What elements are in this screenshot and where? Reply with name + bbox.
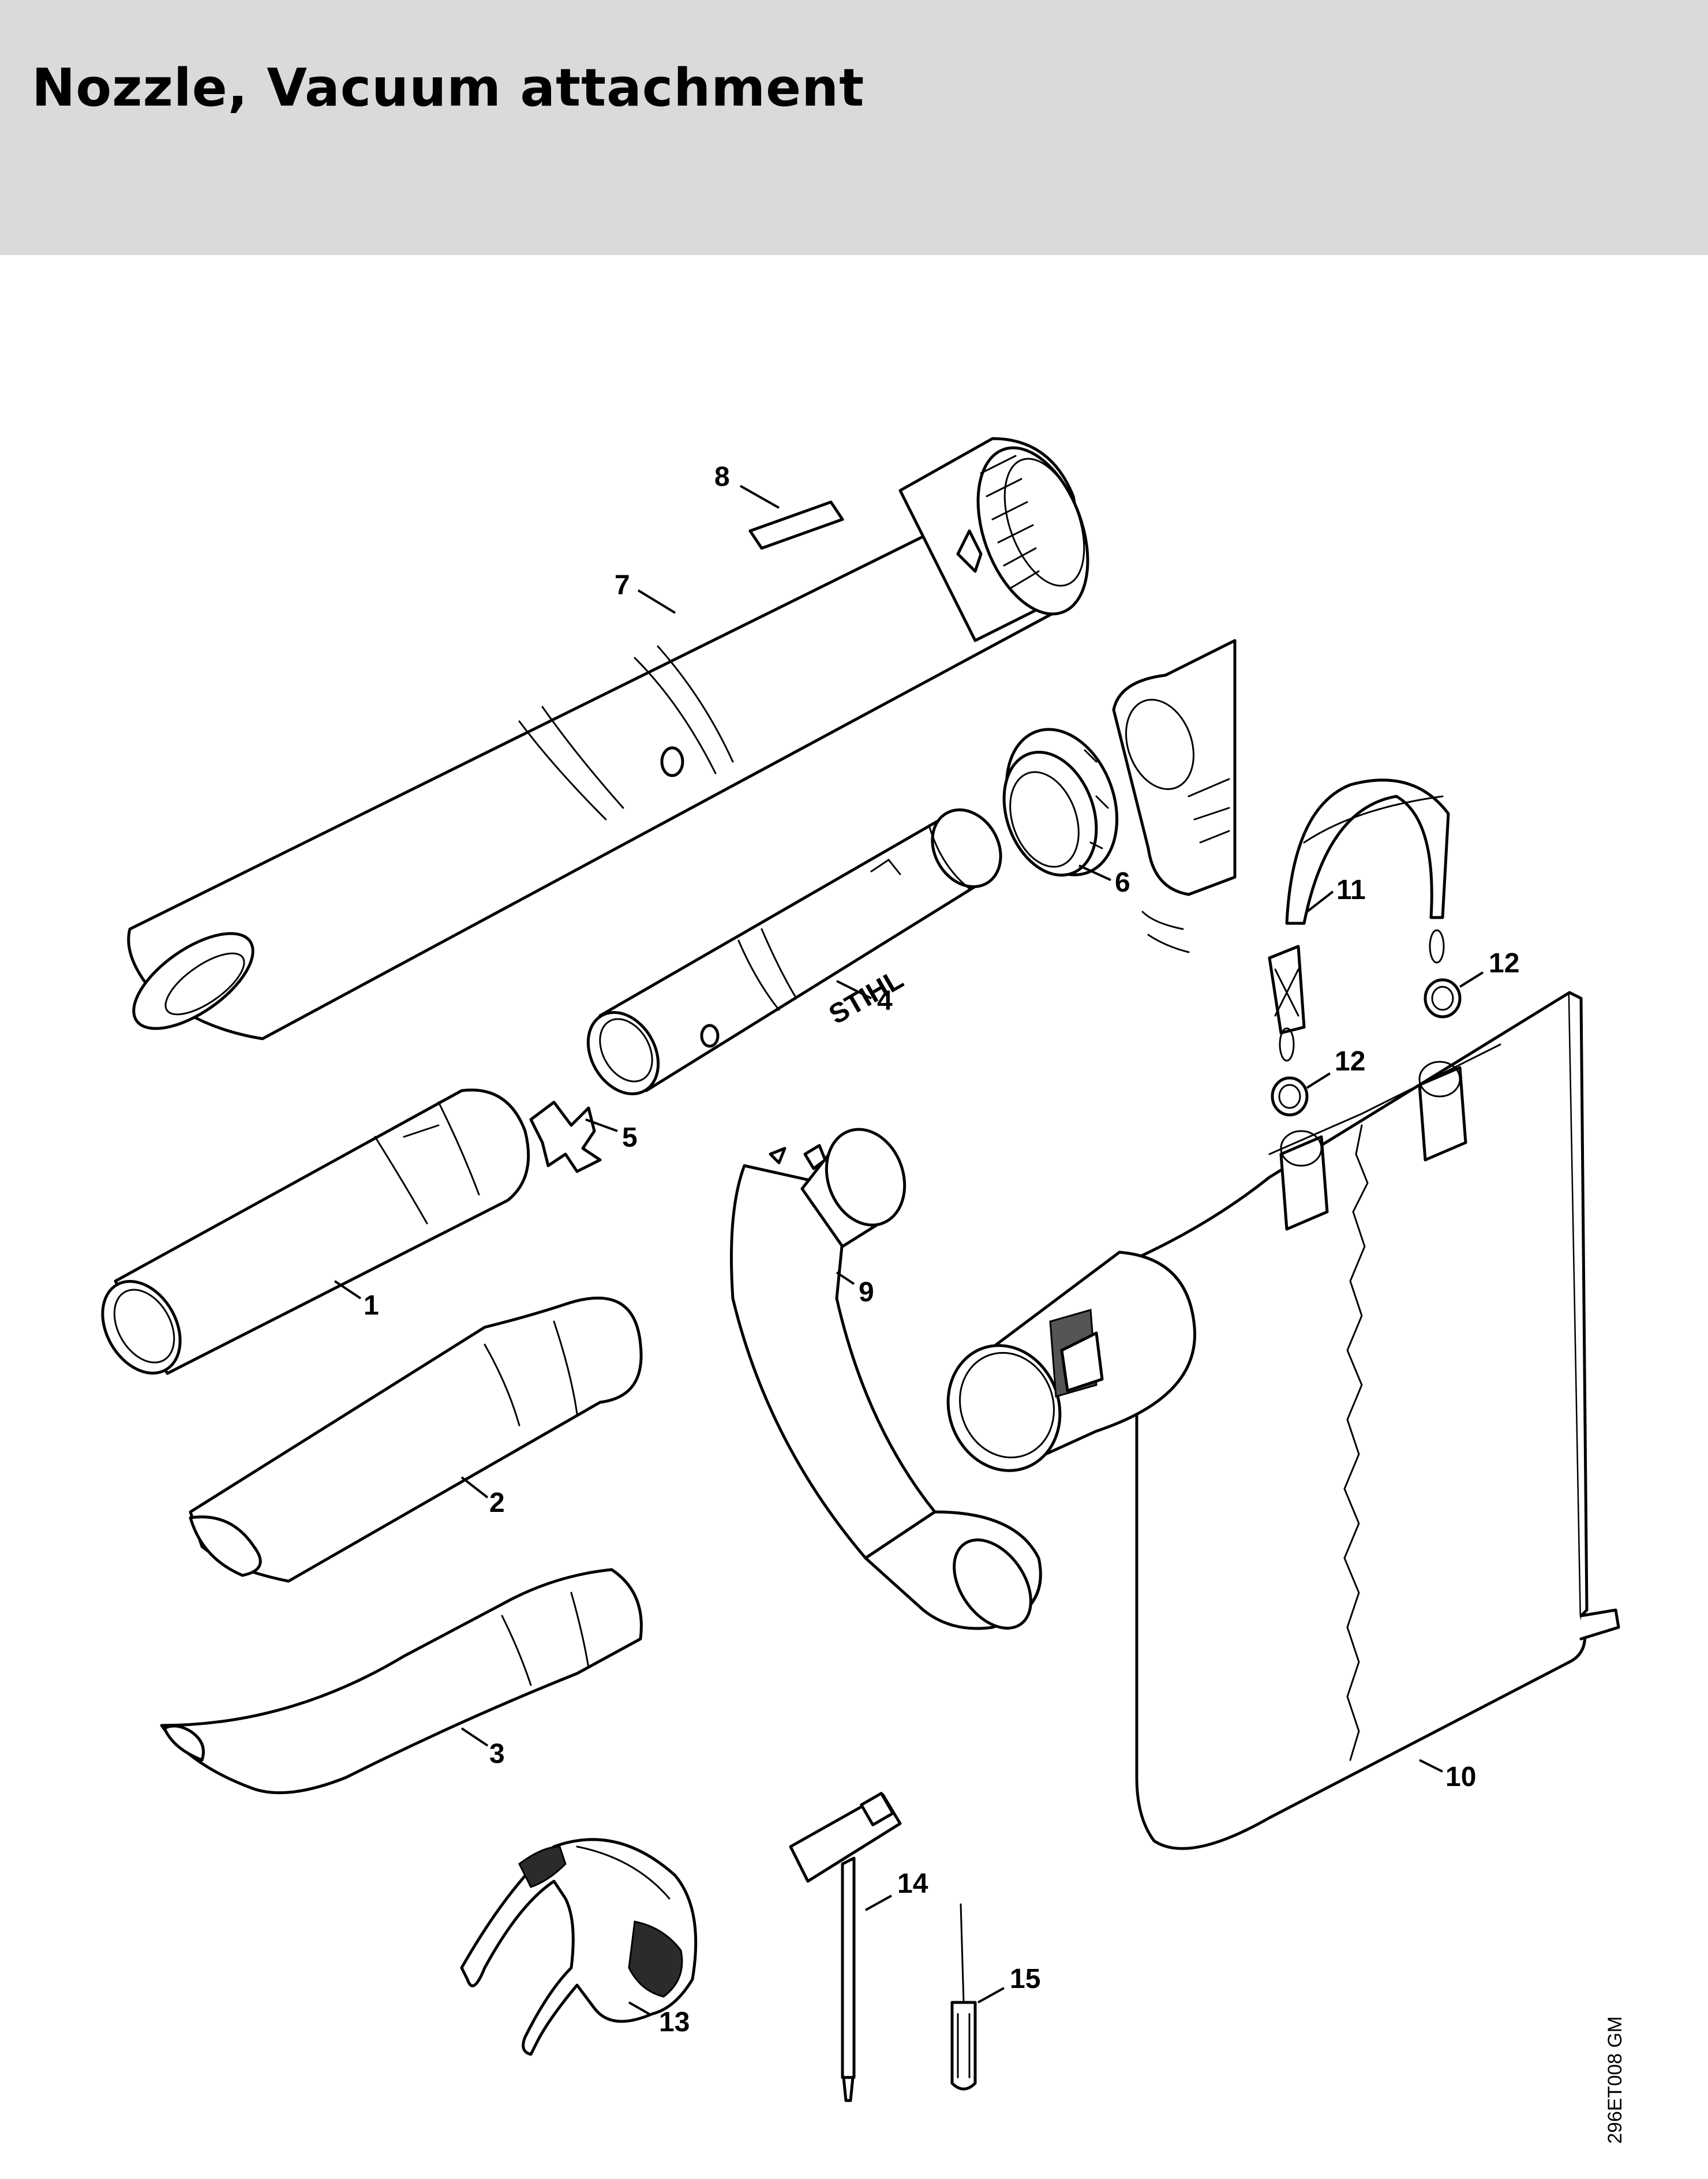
part-13-safety-glasses [460,1838,698,2056]
callout-13: 13 [659,2007,690,2038]
reference-code: 296ET008 GM [1604,2016,1626,2144]
callout-11: 11 [1336,875,1366,905]
callout-5: 5 [622,1122,638,1153]
page-title: Nozzle, Vacuum attachment [32,58,865,118]
part-8-label [748,500,844,550]
part-5-insert [529,1100,602,1173]
callout-2: 2 [489,1488,505,1518]
callout-12-lower: 12 [1335,1046,1365,1077]
engine-housing-fragment [1112,639,1237,953]
part-14-t-wrench [789,1792,902,2102]
part-4-tube [586,808,1002,1096]
callout-7: 7 [615,570,630,601]
part-6-clamp [1002,728,1119,877]
part-15-screwdriver [950,1903,977,2091]
part-2-flat-nozzle [189,1296,643,1583]
header-band: Nozzle, Vacuum attachment [0,0,1708,255]
callout-10: 10 [1445,1762,1476,1792]
callout-8: 8 [714,462,730,492]
part-10-collection-bag [946,991,1620,1850]
part-12-ring-lower [1271,1076,1309,1117]
part-11-strap [1268,778,1450,1062]
callout-1: 1 [364,1290,379,1321]
part-3-curved-nozzle [160,1568,643,1795]
callout-4: 4 [877,986,893,1016]
part-9-intake-elbow [730,1128,1042,1630]
callout-9: 9 [859,1277,874,1308]
callout-12-upper: 12 [1489,948,1519,979]
part-12-ring-upper [1424,978,1462,1019]
part-1-round-nozzle [101,1088,530,1375]
callout-15: 15 [1010,1964,1040,1994]
callout-labels: 8 7 6 4 5 1 2 3 9 10 11 12 12 13 14 15 [364,462,1519,2038]
leader-lines [334,485,1484,2015]
part-7-blow-tube [127,437,1089,1040]
callout-6: 6 [1115,867,1130,898]
callout-14: 14 [897,1869,928,1899]
callout-3: 3 [489,1739,505,1769]
